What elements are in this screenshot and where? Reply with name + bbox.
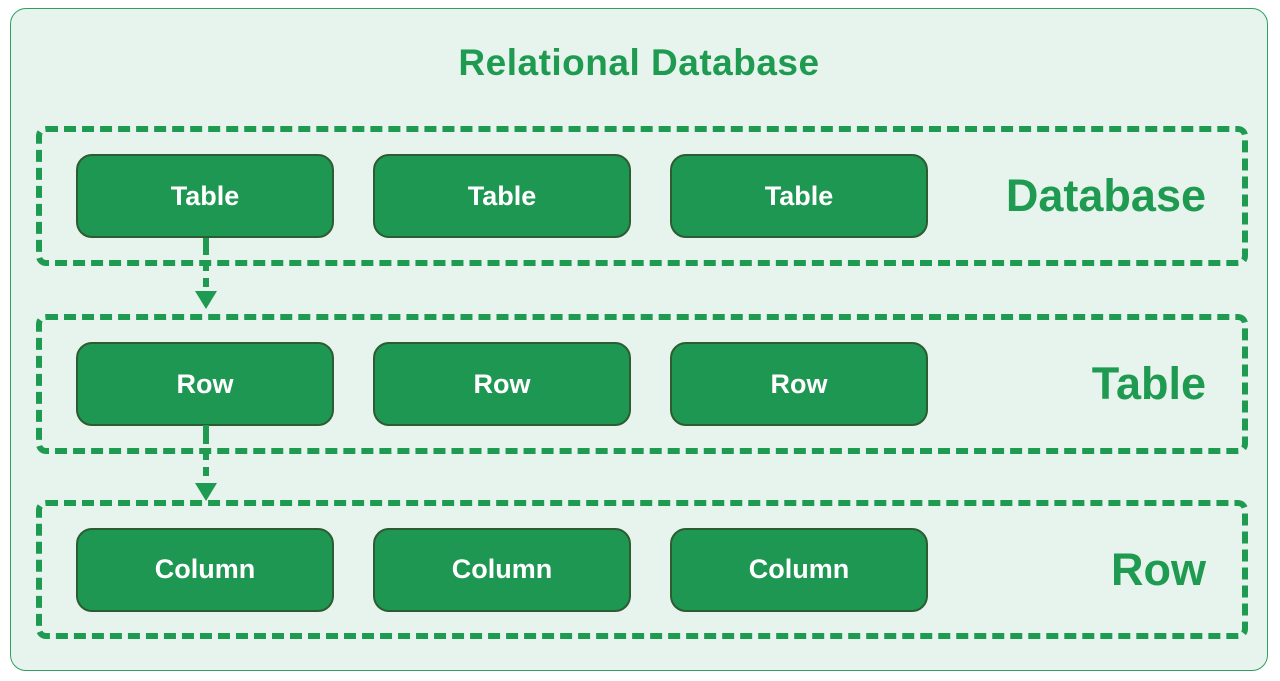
arrow-table-to-row-icon [195, 425, 217, 501]
node-column-1: Column [76, 527, 334, 612]
database-boxes: Table Table Table [42, 154, 928, 238]
node-column-2: Column [373, 527, 631, 612]
section-row: Column Column Column Row [36, 500, 1248, 639]
node-table-3: Table [670, 154, 928, 238]
row-boxes: Column Column Column [42, 527, 928, 612]
section-database: Table Table Table Database [36, 126, 1248, 266]
node-column-3: Column [670, 527, 928, 612]
node-table-2: Table [373, 154, 631, 238]
diagram-canvas: Relational Database Table Table Table Da… [10, 8, 1268, 671]
node-row-1: Row [76, 342, 334, 426]
section-label-table: Table [1091, 358, 1206, 409]
section-table: Row Row Row Table [36, 314, 1248, 454]
node-row-3: Row [670, 342, 928, 426]
section-label-database: Database [1005, 170, 1206, 221]
arrow-database-to-table-icon [195, 238, 217, 309]
node-table-1: Table [76, 154, 334, 238]
table-boxes: Row Row Row [42, 342, 928, 426]
diagram-title: Relational Database [458, 42, 820, 83]
node-row-2: Row [373, 342, 631, 426]
section-label-row: Row [1111, 543, 1206, 595]
